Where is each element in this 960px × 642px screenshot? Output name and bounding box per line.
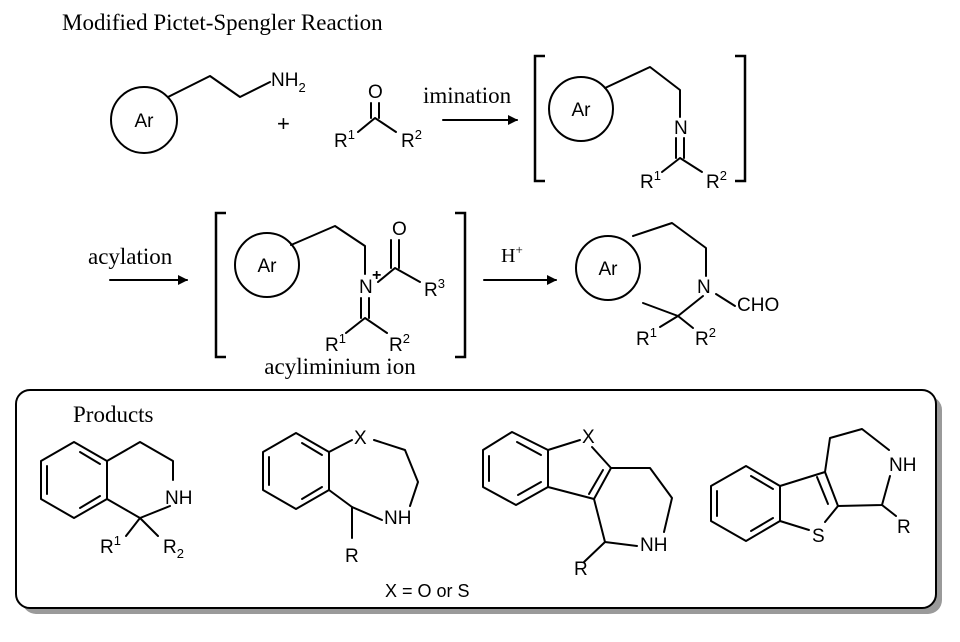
acyl-o: O <box>392 219 407 240</box>
fp-x: X <box>582 427 595 448</box>
fp-nh: NH <box>640 535 667 556</box>
thiq-r2: R2 <box>163 537 184 561</box>
acyliminium-intermediate: Ar N + O R3 R1 R2 acyliminium ion <box>214 211 467 379</box>
bzp-nh: NH <box>384 508 411 529</box>
r1-product: R1 <box>636 325 657 350</box>
ar-label-4: Ar <box>599 259 619 280</box>
ar-circle-1 <box>110 86 178 154</box>
acylation-label: acylation <box>88 244 173 269</box>
imine-chain <box>604 66 681 118</box>
btp-ar-c <box>779 471 826 487</box>
fp-r-bond <box>583 541 606 563</box>
btp-r: R <box>897 517 911 538</box>
product-benzoxazepine: X NH R X = O or S <box>262 428 470 601</box>
product-r-arms <box>659 315 694 329</box>
thiq-nh: NH <box>165 488 192 509</box>
product-n: N <box>697 277 711 298</box>
bracket-right-2 <box>455 211 467 359</box>
fp-r: R <box>574 559 588 580</box>
ar-circle-4 <box>575 235 641 301</box>
cho-label: CHO <box>737 295 779 316</box>
bzp-ar-x <box>328 439 353 453</box>
thiq-r-arms <box>125 517 159 537</box>
thiq-ring-top <box>106 441 174 481</box>
product-benzothienopyridine: S NH R <box>710 428 916 547</box>
iminium-arms <box>345 317 388 334</box>
acid-label: H+ <box>501 242 523 267</box>
btp-c-c <box>824 471 839 507</box>
n-cho-bond <box>715 293 736 307</box>
fp-x-c <box>591 446 612 469</box>
r2-imine: R2 <box>706 168 727 193</box>
imine-arms <box>661 157 703 173</box>
r2-iminium: R2 <box>389 331 410 356</box>
imine-n: N <box>674 118 688 139</box>
carbonyl-arms <box>357 117 397 133</box>
products-box <box>15 389 937 609</box>
product-fused-furopyridine: X NH R <box>482 427 673 580</box>
btp-s: S <box>812 526 825 547</box>
bracket-right-1 <box>735 54 747 183</box>
ar-label-3: Ar <box>258 256 278 277</box>
bracket-left-2 <box>214 211 226 359</box>
btp-c-s <box>824 505 839 523</box>
plus-sign: + <box>277 111 290 136</box>
btp-ring-top <box>824 428 890 473</box>
bzp-r: R <box>345 546 359 567</box>
r1-iminium: R1 <box>325 331 346 356</box>
ar-label-2: Ar <box>572 100 592 121</box>
acyl-arms <box>377 267 421 283</box>
ar-circle-2 <box>548 76 614 142</box>
ethyl-chain-1 <box>167 75 271 98</box>
x-definition: X = O or S <box>385 581 470 601</box>
r2-product: R2 <box>695 325 716 350</box>
fp-ring-right <box>610 467 673 533</box>
product-ring-top <box>632 222 707 277</box>
carbonyl-o: O <box>368 82 383 103</box>
fp-c-c <box>593 467 612 500</box>
iminium-n: N <box>359 277 373 298</box>
thiq-r1: R1 <box>100 533 121 558</box>
products-heading: Products <box>73 402 154 427</box>
iminium-charge: + <box>372 267 381 284</box>
product-ring-bottom <box>642 295 704 317</box>
arylethylamine: Ar NH2 <box>110 70 306 154</box>
product-tetrahydroisoquinoline: NH R1 R2 <box>40 441 192 561</box>
bzp-ring-right <box>373 439 419 507</box>
btp-s-ar <box>779 520 810 531</box>
bzp-x: X <box>354 428 367 449</box>
r1-imine: R1 <box>640 168 661 193</box>
bracket-left-1 <box>533 54 545 183</box>
scheme-title: Modified Pictet-Spengler Reaction <box>62 10 383 35</box>
ar-label-1: Ar <box>135 111 155 132</box>
acyliminium-label: acyliminium ion <box>264 354 416 379</box>
nh2-label: NH2 <box>271 70 306 95</box>
r2-carbonyl: R2 <box>401 127 422 152</box>
imination-label: imination <box>423 83 512 108</box>
ar-circle-3 <box>234 232 300 298</box>
fp-c-ar <box>547 486 595 500</box>
imine-intermediate: Ar N R1 R2 <box>533 54 747 193</box>
btp-r-bond <box>881 504 897 517</box>
cyclized-product: Ar N CHO R1 R2 <box>575 222 779 350</box>
carbonyl-compound: O R1 R2 <box>334 82 422 152</box>
fp-ar-x <box>547 439 581 451</box>
acyl-chain <box>290 225 366 275</box>
btp-nh: NH <box>889 455 916 476</box>
r3-acyl: R3 <box>424 276 445 301</box>
r1-carbonyl: R1 <box>334 127 355 152</box>
